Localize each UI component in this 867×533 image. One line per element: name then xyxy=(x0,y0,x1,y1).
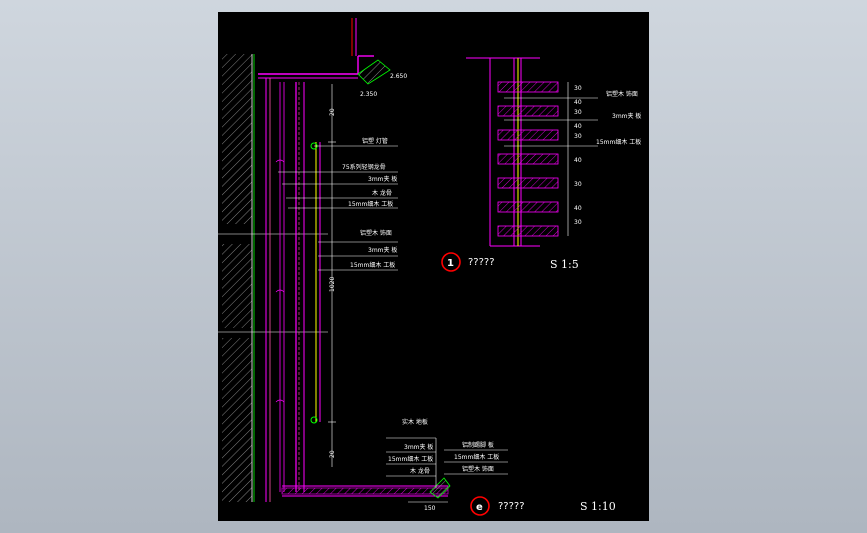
detail-1-title: ????? xyxy=(468,257,495,268)
detail-e-label-blockboard-2: 15mm细木 工板 xyxy=(454,453,499,461)
detail-e-label-floor: 实木 地板 xyxy=(402,418,428,426)
level-ceiling: 2.350 xyxy=(360,91,377,98)
label-plywood-2: 3mm夹 板 xyxy=(368,246,397,254)
cad-drawing: 20 1020 20 2.650 2.350 150 铝塑 灯管 75系列轻钢龙… xyxy=(218,18,641,516)
dim-top: 20 xyxy=(329,108,336,116)
svg-text:30: 30 xyxy=(574,181,582,188)
detail-1-marker xyxy=(441,252,461,272)
detail-e-label-wood-keel: 木 龙骨 xyxy=(410,467,430,475)
wall-hatch-middle xyxy=(222,244,252,328)
detail-1-label-blockboard: 15mm细木 工板 xyxy=(596,138,641,146)
dim-middle: 1020 xyxy=(329,277,336,292)
wall-hatch-upper xyxy=(222,54,252,224)
detail-1-scale: S 1:5 xyxy=(550,258,579,271)
svg-text:40: 40 xyxy=(574,123,582,130)
detail-e-label-plywood: 3mm夹 板 xyxy=(404,443,433,451)
label-light-tube: 铝塑 灯管 xyxy=(362,137,388,145)
detail-e-leaders xyxy=(386,437,508,488)
svg-text:30: 30 xyxy=(574,133,582,140)
detail-e-marker-letter: e xyxy=(476,502,483,513)
svg-text:40: 40 xyxy=(574,205,582,212)
svg-text:30: 30 xyxy=(574,85,582,92)
wall-hatch-lower xyxy=(222,338,252,502)
level-top: 2.650 xyxy=(390,73,407,80)
detail-1-marker-number: 1 xyxy=(447,258,454,269)
label-plywood: 3mm夹 板 xyxy=(368,175,397,183)
detail-e-label-skirting: 铝制踢脚 板 xyxy=(462,441,494,449)
detail-e-title: ????? xyxy=(498,501,525,512)
light-tube-symbol-lower xyxy=(310,416,318,424)
detail-e-label-veneer: 铝塑木 饰面 xyxy=(462,465,494,473)
section-labels xyxy=(278,145,398,271)
detail-1-dims: 30 40 30 40 30 40 30 40 30 xyxy=(574,85,582,226)
svg-text:40: 40 xyxy=(574,99,582,106)
label-veneer: 铝塑木 饰面 xyxy=(360,229,392,237)
detail-e-label-blockboard: 15mm细木 工板 xyxy=(388,455,433,463)
svg-text:30: 30 xyxy=(574,219,582,226)
label-blockboard: 15mm细木 工板 xyxy=(348,200,393,208)
detail-1 xyxy=(466,57,598,247)
detail-e-scale: S 1:10 xyxy=(580,500,616,513)
label-wood-keel: 木 龙骨 xyxy=(372,189,392,197)
label-blockboard-2: 15mm细木 工板 xyxy=(350,261,395,269)
svg-text:30: 30 xyxy=(574,109,582,116)
drawing-viewport[interactable]: 20 1020 20 2.650 2.350 150 铝塑 灯管 75系列轻钢龙… xyxy=(218,12,649,521)
wall-section: 20 1020 20 2.650 2.350 150 xyxy=(218,18,451,512)
dim-bottom: 20 xyxy=(329,450,336,458)
label-steel-keel: 75系列轻钢龙骨 xyxy=(342,163,386,171)
detail-e-marker xyxy=(470,496,490,516)
svg-text:40: 40 xyxy=(574,157,582,164)
floor-dim: 150 xyxy=(424,505,436,512)
detail-1-label-plywood: 3mm夹 板 xyxy=(612,112,641,120)
detail-1-label-veneer: 铝塑木 饰面 xyxy=(606,90,638,98)
